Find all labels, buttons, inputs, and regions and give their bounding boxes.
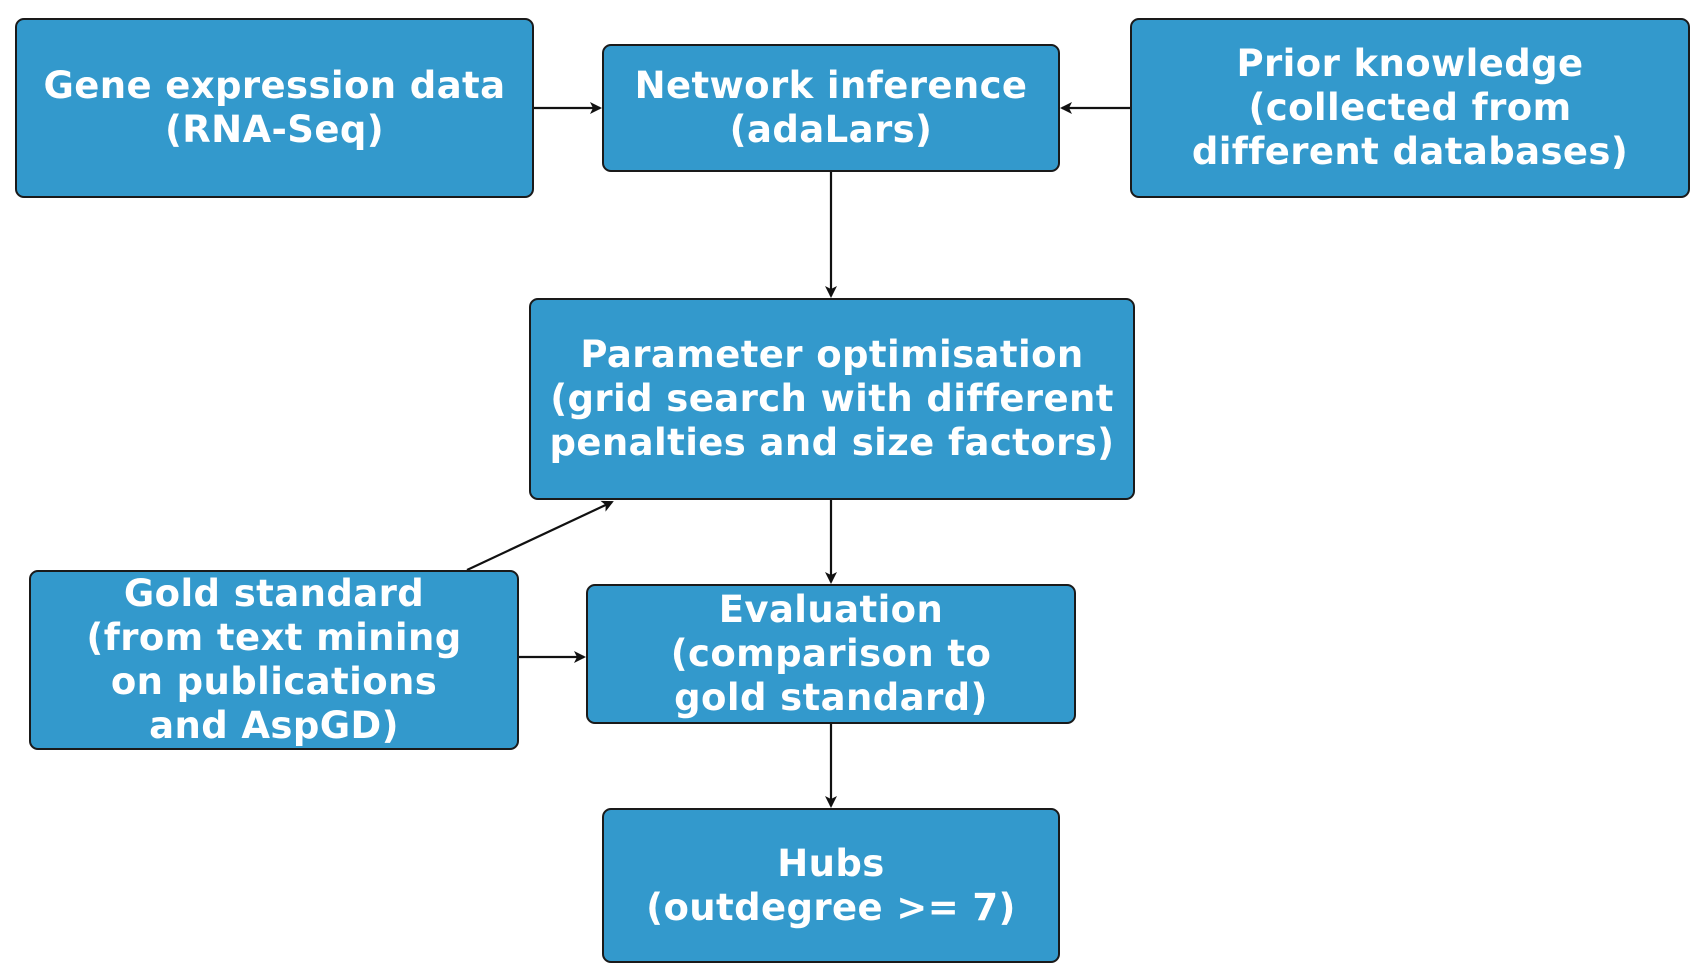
node-hubs: Hubs (outdegree >= 7) [602, 808, 1060, 963]
node-gold-standard: Gold standard (from text mining on publi… [29, 570, 519, 750]
node-hubs-line1: Hubs [777, 841, 885, 885]
node-evaluation: Evaluation (comparison to gold standard) [586, 584, 1076, 724]
node-gold-standard-line2: (from text mining [86, 616, 462, 659]
node-gold-standard-line4: and AspGD) [149, 704, 399, 747]
node-parameter-optimisation-line3: penalties and size factors) [549, 421, 1115, 464]
node-network-inference-line2: (adaLars) [729, 108, 933, 151]
node-parameter-optimisation-line2: (grid search with different [550, 377, 1114, 420]
node-gene-expression-line1: Gene expression data [43, 64, 506, 107]
node-prior-knowledge-line3: different databases) [1191, 130, 1629, 173]
node-evaluation-line3: gold standard) [674, 676, 988, 719]
node-prior-knowledge-line1: Prior knowledge [1236, 42, 1584, 85]
node-evaluation-line1: Evaluation [718, 588, 944, 631]
node-hubs-line2: (outdegree >= 7) [646, 885, 1016, 929]
node-gold-standard-line3: on publications [110, 660, 438, 703]
node-network-inference-line1: Network inference [634, 64, 1028, 107]
node-parameter-optimisation-line1: Parameter optimisation [580, 333, 1084, 376]
node-gene-expression-data: Gene expression data (RNA-Seq) [15, 18, 534, 198]
edge-gold-to-param [466, 500, 614, 571]
node-network-inference: Network inference (adaLars) [602, 44, 1060, 172]
node-evaluation-line2: (comparison to [670, 632, 992, 675]
node-gene-expression-line2: (RNA-Seq) [164, 108, 385, 151]
node-prior-knowledge-line2: (collected from [1248, 86, 1572, 129]
node-parameter-optimisation: Parameter optimisation (grid search with… [529, 298, 1135, 500]
node-gold-standard-line1: Gold standard [123, 572, 425, 615]
node-prior-knowledge: Prior knowledge (collected from differen… [1130, 18, 1690, 198]
